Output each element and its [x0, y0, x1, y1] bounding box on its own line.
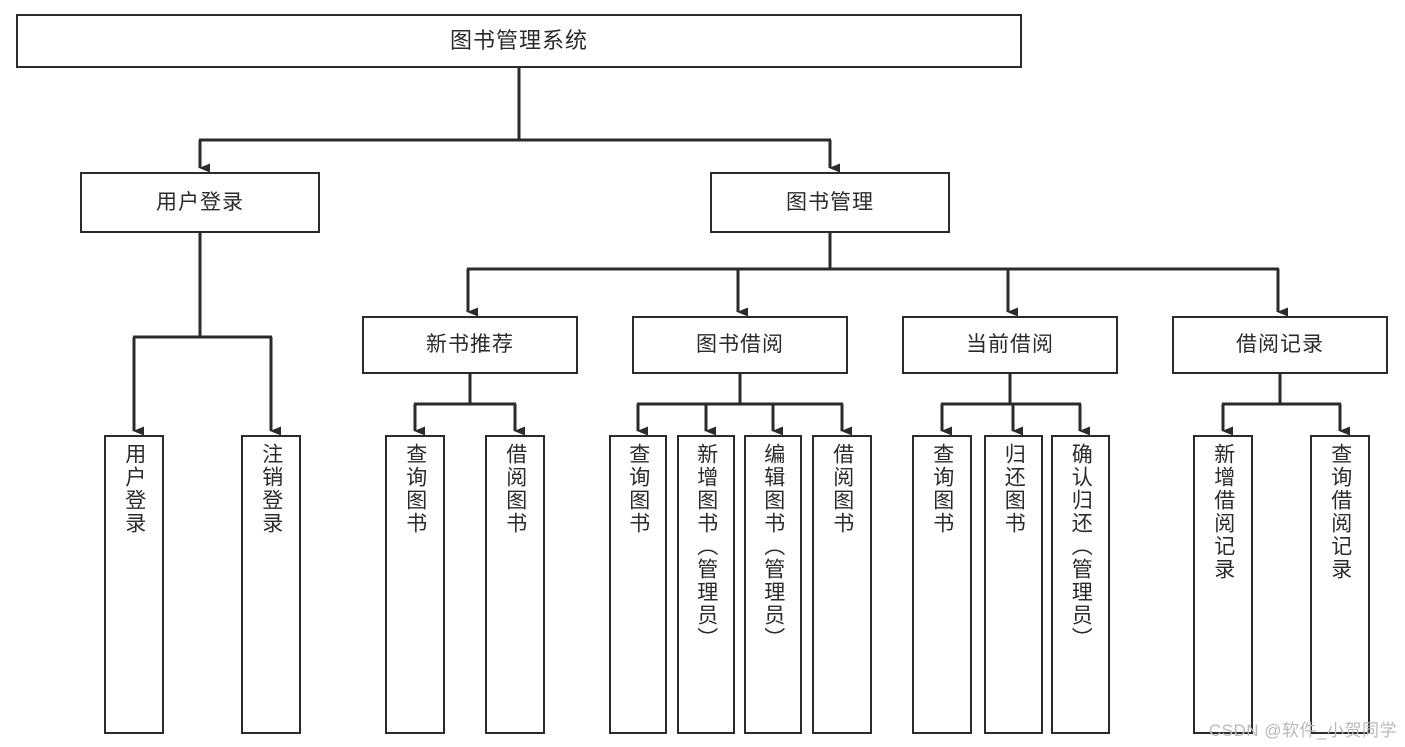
node-book-borrow-label: 图书借阅 — [696, 333, 784, 357]
node-leaf-label: 查询图书 — [930, 443, 954, 535]
node-leaf-label: 借阅图书 — [830, 443, 854, 535]
node-leaf-label: 查询借阅记录 — [1328, 443, 1352, 581]
node-leaf[interactable]: 用户登录 — [104, 435, 164, 734]
node-root-label: 图书管理系统 — [449, 27, 588, 53]
node-borrow-record[interactable]: 借阅记录 — [1172, 316, 1388, 374]
node-leaf[interactable]: 新增借阅记录 — [1193, 435, 1253, 734]
node-leaf[interactable]: 新增图书（管理员） — [677, 435, 735, 734]
node-leaf-label: 确认归还（管理员） — [1069, 443, 1093, 650]
node-leaf-label: 用户登录 — [122, 443, 146, 535]
node-leaf-label: 新增图书（管理员） — [694, 443, 718, 650]
node-leaf[interactable]: 借阅图书 — [812, 435, 872, 734]
node-new-book-recommend[interactable]: 新书推荐 — [362, 316, 578, 374]
node-book-borrow[interactable]: 图书借阅 — [632, 316, 848, 374]
node-current-borrow-label: 当前借阅 — [966, 333, 1054, 357]
node-leaf[interactable]: 借阅图书 — [485, 435, 545, 734]
node-leaf-label: 编辑图书（管理员） — [761, 443, 785, 650]
node-leaf[interactable]: 确认归还（管理员） — [1051, 435, 1110, 734]
node-leaf[interactable]: 查询图书 — [609, 435, 667, 734]
node-book-management[interactable]: 图书管理 — [710, 172, 950, 233]
node-leaf-label: 借阅图书 — [503, 443, 527, 535]
node-leaf-label: 查询图书 — [626, 443, 650, 535]
node-user-login[interactable]: 用户登录 — [80, 172, 320, 233]
node-borrow-record-label: 借阅记录 — [1236, 333, 1324, 357]
node-leaf[interactable]: 查询图书 — [385, 435, 445, 734]
watermark-text: CSDN @软件_小贺同学 — [1208, 721, 1397, 740]
node-new-book-recommend-label: 新书推荐 — [426, 333, 514, 357]
node-book-management-label: 图书管理 — [786, 190, 874, 214]
node-leaf[interactable]: 注销登录 — [241, 435, 301, 734]
node-leaf[interactable]: 查询图书 — [912, 435, 972, 734]
node-user-login-label: 用户登录 — [156, 190, 244, 214]
node-leaf[interactable]: 编辑图书（管理员） — [744, 435, 802, 734]
node-root-system[interactable]: 图书管理系统 — [16, 14, 1022, 68]
node-leaf[interactable]: 查询借阅记录 — [1310, 435, 1370, 734]
node-current-borrow[interactable]: 当前借阅 — [902, 316, 1118, 374]
node-leaf-label: 注销登录 — [259, 443, 283, 535]
node-leaf-label: 新增借阅记录 — [1211, 443, 1235, 581]
node-leaf-label: 归还图书 — [1002, 443, 1026, 535]
node-leaf-label: 查询图书 — [403, 443, 427, 535]
node-leaf[interactable]: 归还图书 — [984, 435, 1043, 734]
